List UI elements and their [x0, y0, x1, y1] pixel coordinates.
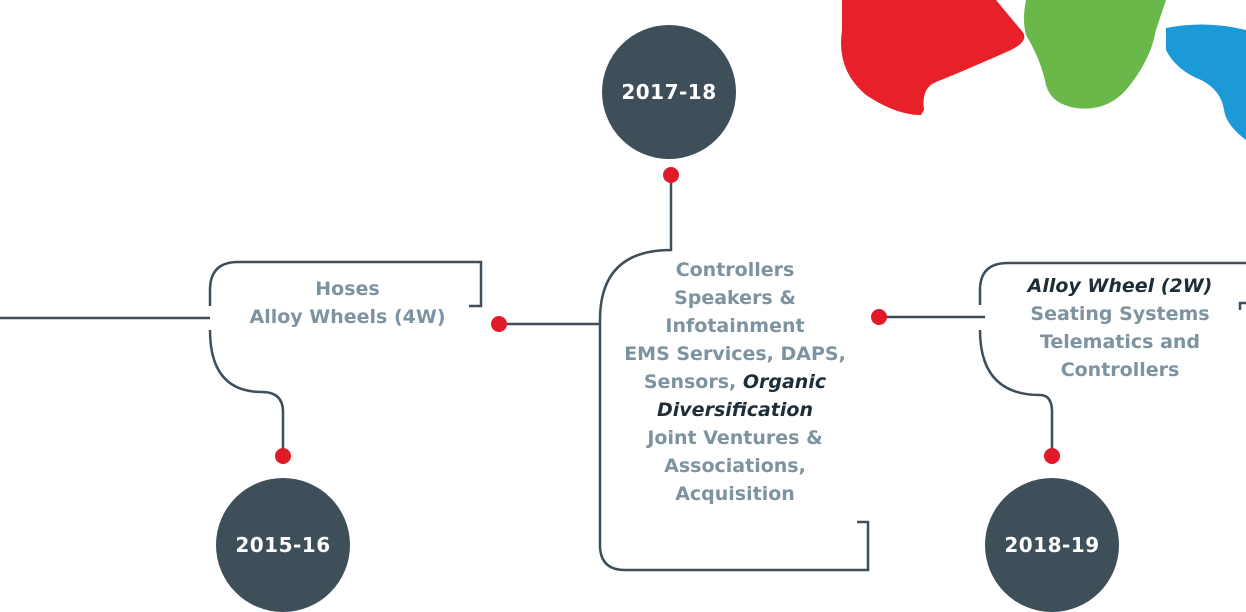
milestone-associations: Associations,	[664, 455, 806, 477]
milestone-controllers: Controllers	[675, 259, 795, 281]
timeline-dot-2017-right	[871, 309, 887, 325]
milestones-2015-16: Hoses Alloy Wheels (4W)	[220, 275, 475, 331]
timeline-dot-2018-bottom	[1044, 448, 1060, 464]
milestone-seating-systems: Seating Systems	[1030, 303, 1210, 325]
milestone-organic: Organic	[742, 371, 827, 393]
bracket-2017	[598, 175, 870, 572]
milestone-controllers-2018: Controllers	[1060, 359, 1180, 381]
milestone-speakers: Speakers &	[674, 287, 796, 309]
milestone-infotainment: Infotainment	[665, 315, 805, 337]
milestone-ems-services: EMS Services, DAPS,	[624, 343, 846, 365]
timeline-dot-2017-top	[663, 167, 679, 183]
milestone-alloy-wheel-2w: Alloy Wheel (2W)	[1027, 275, 1213, 297]
timeline-dot-2015-right	[491, 316, 507, 332]
milestones-2017-18: Controllers Speakers & Infotainment EMS …	[605, 256, 865, 508]
milestone-acquisition: Acquisition	[675, 483, 795, 505]
bracket-2018	[978, 261, 1246, 305]
milestone-telematics: Telematics and	[1039, 331, 1201, 353]
milestone-hoses: Hoses	[315, 278, 380, 300]
milestones-2018-19: Alloy Wheel (2W) Seating Systems Telemat…	[1000, 272, 1240, 384]
milestone-sensors-line: Sensors, Organic	[605, 368, 865, 396]
year-circle-2018-19: 2018-19	[985, 478, 1119, 612]
milestone-diversification: Diversification	[657, 399, 813, 421]
bracket-2015	[208, 260, 483, 308]
bracket-2018-end	[1238, 301, 1246, 310]
bracket-2018-stem	[978, 329, 1054, 456]
logo-red-shape	[841, 0, 1025, 115]
bracket-2015-stem	[208, 329, 285, 456]
year-circle-2015-16: 2015-16	[216, 478, 350, 612]
timeline-dot-2015-bottom	[275, 448, 291, 464]
brand-logo-fragment	[841, 0, 1246, 140]
year-circle-2017-18: 2017-18	[602, 25, 736, 159]
milestone-alloy-wheels-4w: Alloy Wheels (4W)	[249, 306, 446, 328]
milestone-sensors: Sensors,	[643, 371, 743, 393]
logo-green-shape	[1024, 0, 1166, 109]
milestone-joint-ventures: Joint Ventures &	[647, 427, 823, 449]
logo-blue-shape	[1166, 24, 1246, 140]
